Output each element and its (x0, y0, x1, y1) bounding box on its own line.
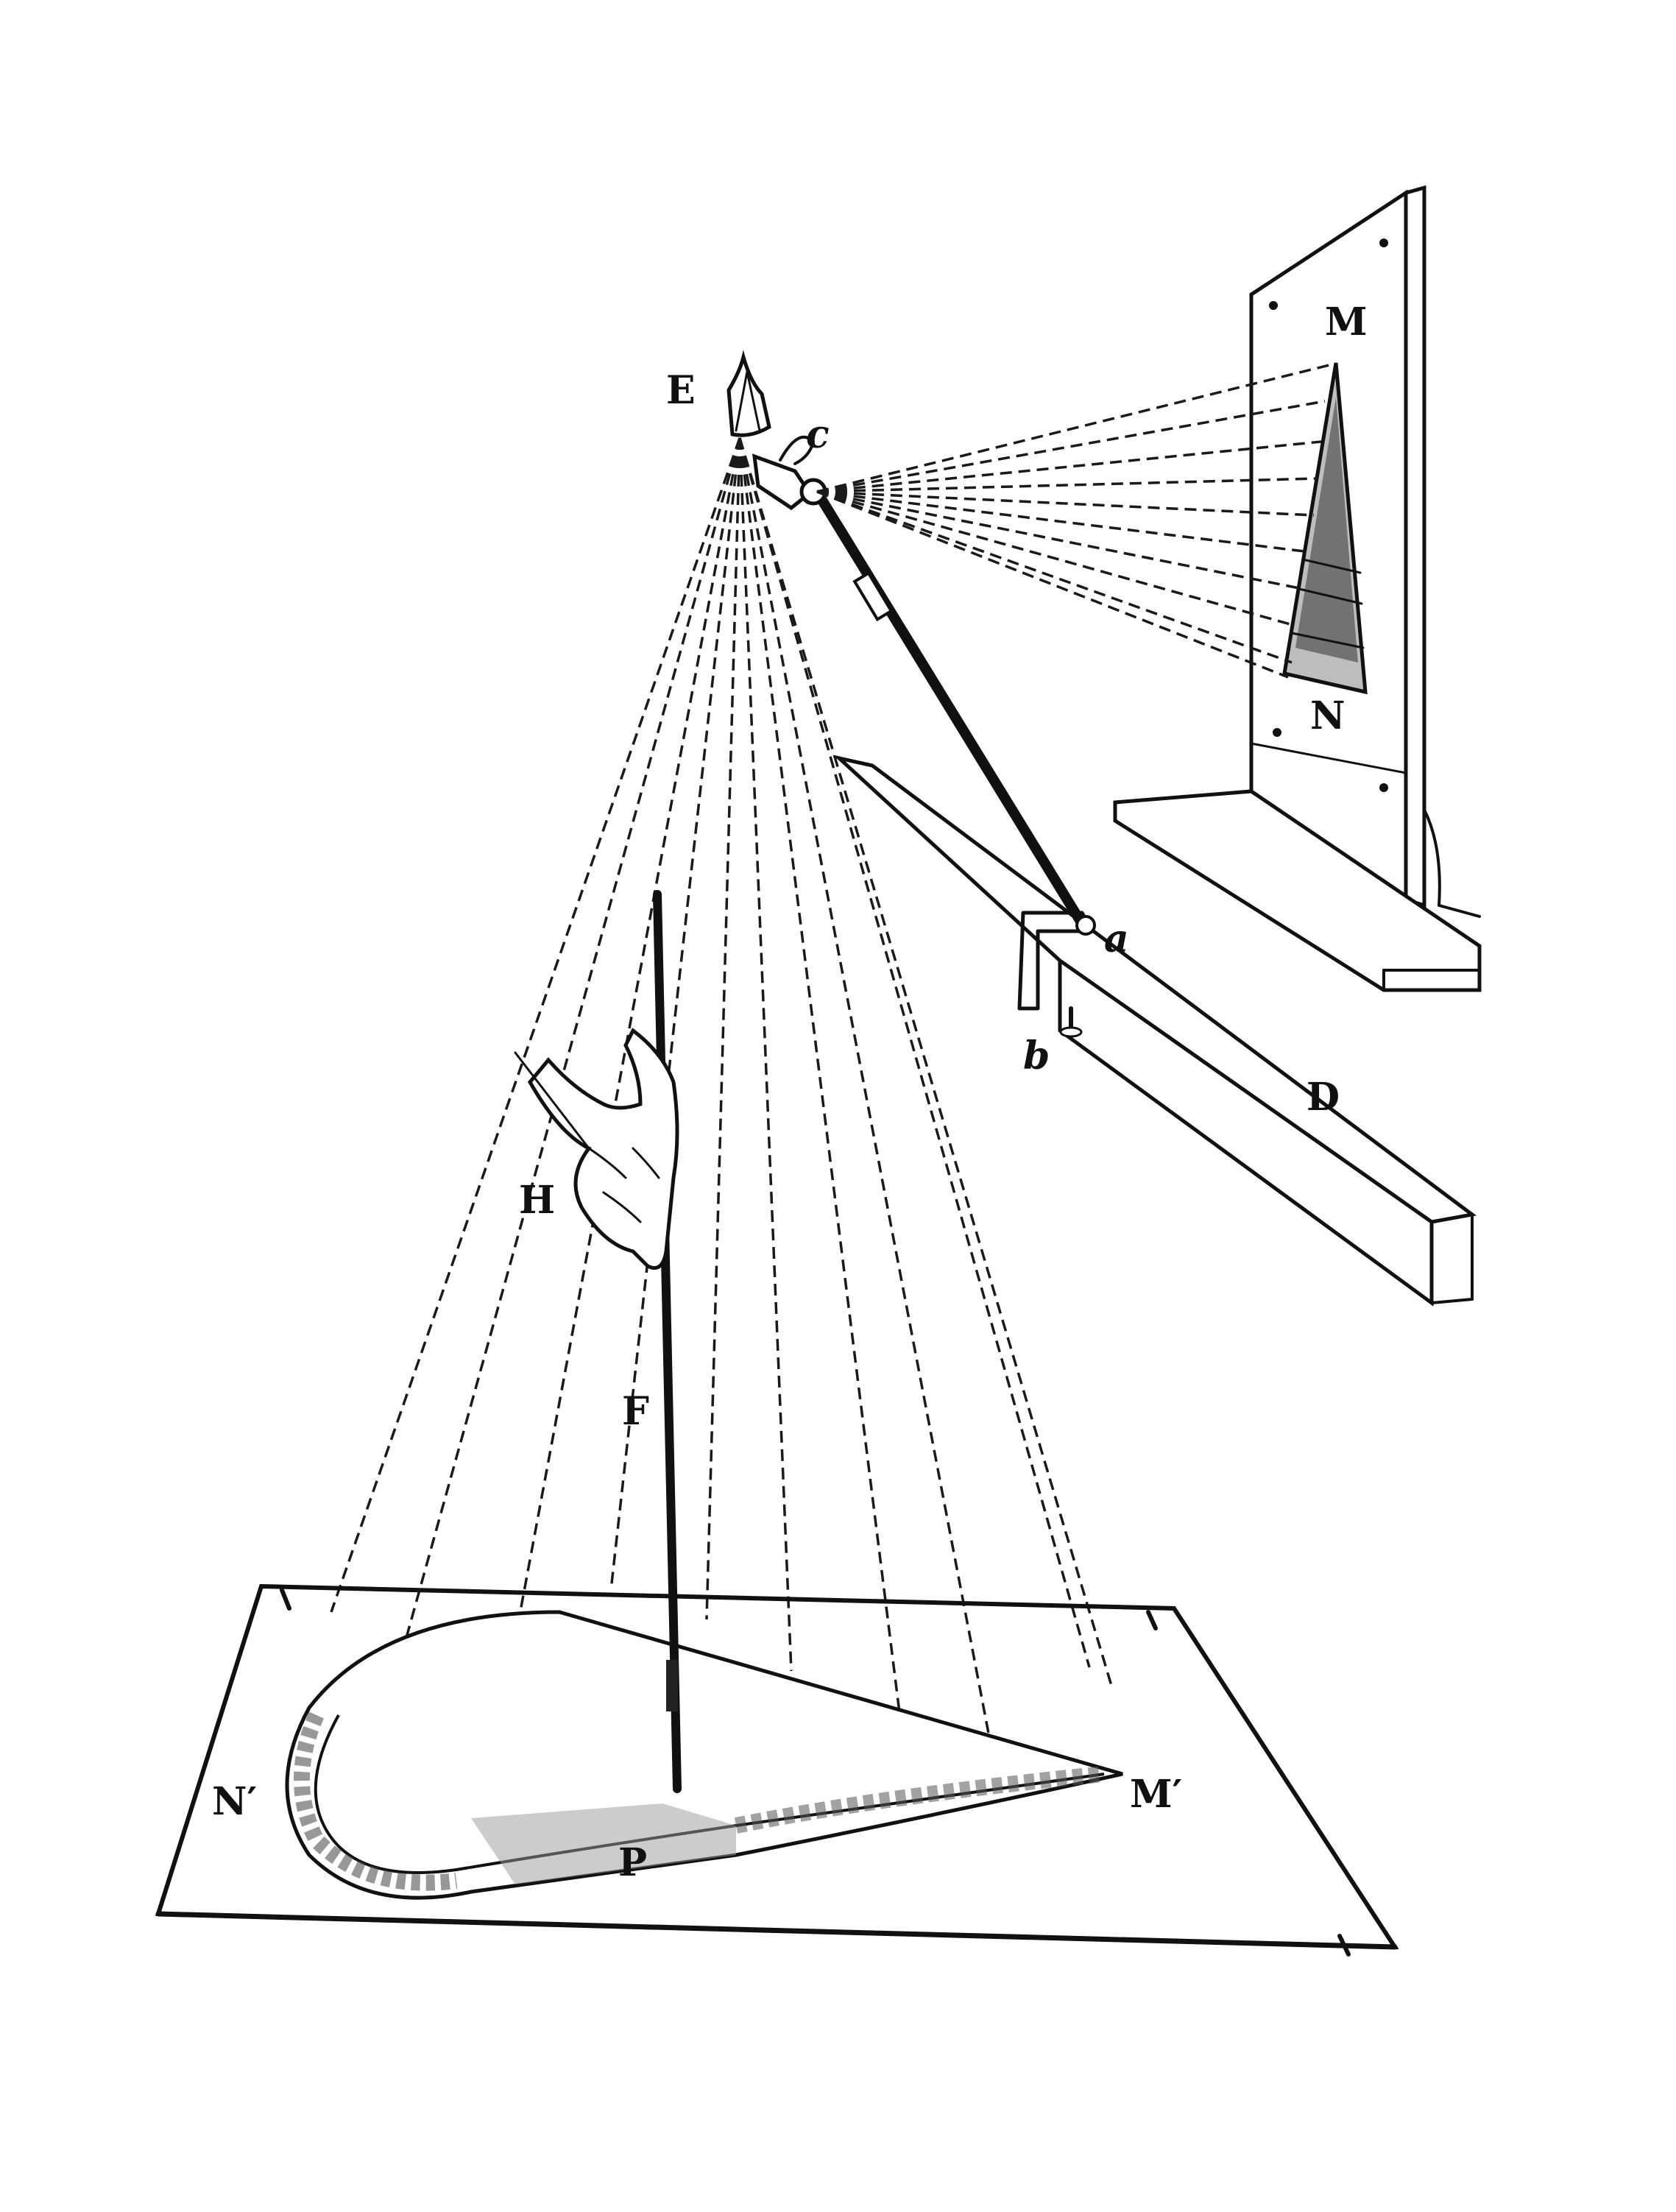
label-M-prime: M′ (1130, 1772, 1182, 1817)
traced-drawing (285, 1610, 1123, 1900)
label-E: E (666, 368, 696, 413)
label-H: H (519, 1178, 555, 1223)
traced-shading (471, 1803, 736, 1884)
clamp (1017, 911, 1095, 1011)
clamp-pivot (1075, 915, 1096, 936)
pencil-ferrule (666, 1660, 678, 1711)
specimen-cone (1282, 362, 1368, 695)
pencil-and-hand (514, 890, 682, 1793)
pin (1273, 728, 1281, 737)
label-M: M (1325, 300, 1368, 344)
table-edge (832, 755, 1477, 1307)
label-N-prime: N′ (212, 1779, 257, 1824)
hook-c (779, 435, 815, 465)
label-a: a (1104, 916, 1129, 961)
label-P: P (618, 1840, 647, 1885)
label-b: b (1023, 1033, 1050, 1078)
arm-sleeve (852, 570, 894, 622)
pin (1269, 301, 1278, 310)
pin (1379, 238, 1388, 247)
base-plate (1113, 789, 1482, 992)
prism-assembly (726, 350, 827, 511)
label-D: D (1306, 1075, 1340, 1120)
traced-cells (734, 1766, 1106, 1834)
rays-to-specimen (816, 363, 1333, 679)
cone-shading (1295, 397, 1358, 662)
clamp-and-arm (808, 481, 1096, 1038)
labels: E c M N a b D H F N′ M′ P (212, 300, 1368, 1885)
pin (1379, 783, 1388, 792)
eye-prism (726, 350, 771, 437)
table-front (1058, 957, 1434, 1307)
drawing-paper (155, 1583, 1399, 1957)
upright-panel-edge (1404, 185, 1426, 908)
prism-mount (752, 453, 813, 511)
label-c: c (806, 412, 830, 457)
label-F: F (622, 1389, 649, 1434)
label-N: N (1310, 693, 1346, 738)
hand (527, 1028, 679, 1270)
